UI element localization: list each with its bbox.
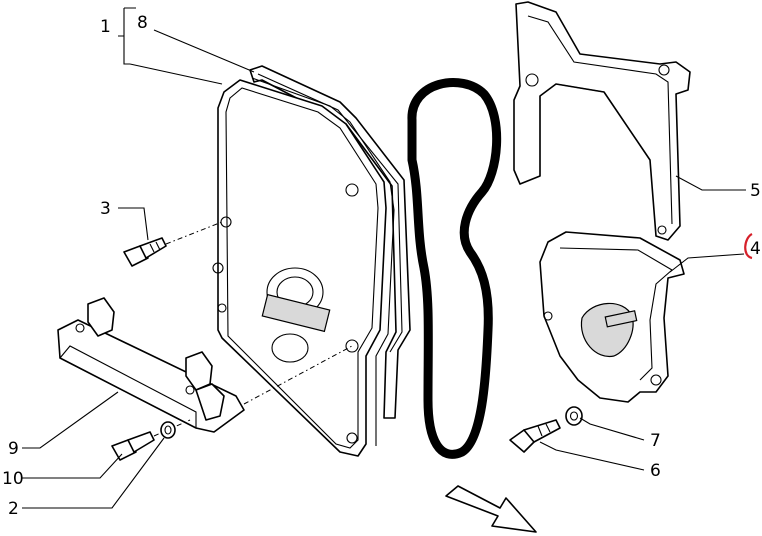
axis-line-3 <box>165 221 223 245</box>
washer-2 <box>160 421 176 439</box>
washer-7 <box>565 406 583 426</box>
callout-3: 3 <box>100 199 111 219</box>
callout-8: 8 <box>137 13 148 33</box>
callout-7: 7 <box>650 431 661 451</box>
callout-1: 1 <box>100 17 111 37</box>
bolt-6 <box>509 419 561 453</box>
leader-lines <box>22 7 746 509</box>
axis-line-9 <box>243 345 353 405</box>
timing-belt <box>407 78 502 459</box>
highlight-mark-4 <box>744 233 753 260</box>
tensioner-rail <box>57 297 245 433</box>
timing-cover-front <box>212 77 395 457</box>
callout-2: 2 <box>8 499 19 519</box>
callout-10: 10 <box>2 469 24 489</box>
callout-9: 9 <box>8 439 19 459</box>
callout-6: 6 <box>650 461 661 481</box>
bolt-3 <box>123 237 167 267</box>
direction-arrow <box>445 485 537 533</box>
callout-4: 4 <box>750 239 761 259</box>
callout-5: 5 <box>750 181 761 201</box>
rear-bracket-upper <box>513 1 691 241</box>
bolt-10 <box>111 431 155 461</box>
rear-cover-lower <box>539 231 685 403</box>
